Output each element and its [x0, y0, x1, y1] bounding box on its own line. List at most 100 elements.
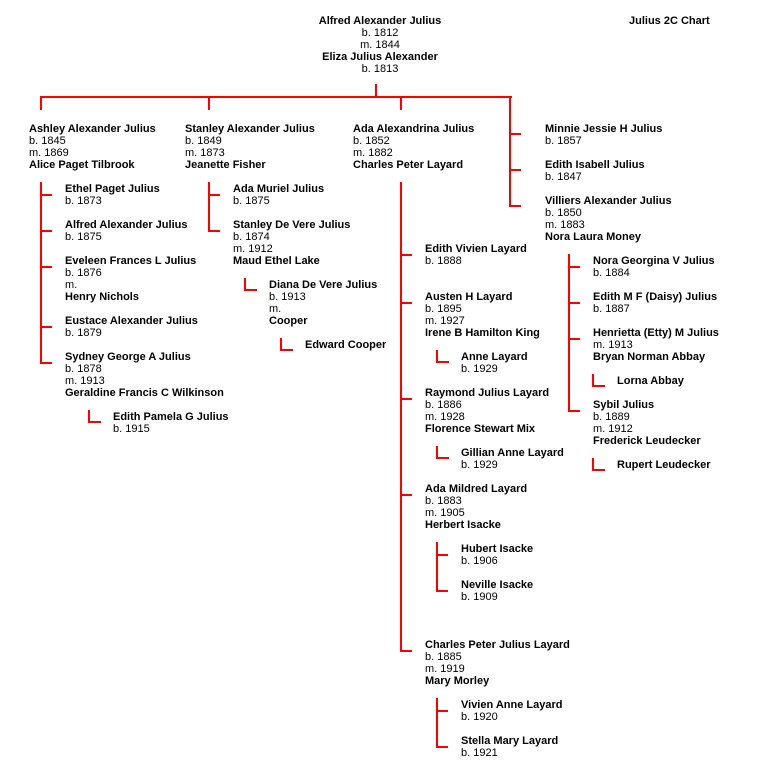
connector-line: [436, 542, 438, 592]
connector-line: [592, 374, 594, 387]
spouse-name: Eliza Julius Alexander: [322, 51, 438, 63]
connector-line: [244, 278, 246, 291]
person-name: Edith M F (Daisy) Julius: [593, 291, 718, 303]
connector-line: [208, 230, 220, 232]
connector-line: [509, 205, 521, 207]
marriage-year: m. 1912: [593, 423, 633, 435]
connector-line: [436, 746, 448, 748]
person-name: Eustace Alexander Julius: [65, 315, 198, 327]
connector-line: [208, 182, 210, 232]
connector-line: [40, 194, 52, 196]
connector-line: [400, 494, 412, 496]
birth-year: b. 1812: [361, 27, 399, 39]
connector-line: [40, 266, 52, 268]
connector-line: [400, 182, 402, 652]
marriage-year: m. 1882: [353, 147, 393, 159]
birth-year: b. 1921: [461, 747, 498, 759]
person-name: Ada Alexandrina Julius: [353, 123, 475, 135]
person-name: Stanley Alexander Julius: [185, 123, 315, 135]
marriage-year: m.: [269, 303, 282, 315]
person-name: Sybil Julius: [593, 399, 655, 411]
spouse-name: Mary Morley: [425, 675, 490, 687]
birth-year: b. 1876: [65, 267, 102, 279]
person-name: Henrietta (Etty) M Julius: [593, 327, 719, 339]
connector-line: [40, 230, 52, 232]
spouse-name: Bryan Norman Abbay: [593, 351, 706, 363]
connector-line: [40, 182, 42, 364]
person-lorna: Lorna Abbay: [617, 375, 684, 387]
person-name: Ethel Paget Julius: [65, 183, 160, 195]
birth-year: b. 1906: [461, 555, 498, 567]
person-edward: Edward Cooper: [305, 339, 386, 351]
connector-line: [592, 458, 594, 471]
marriage-year: m. 1919: [425, 663, 465, 675]
person-name: Edith Vivien Layard: [425, 243, 527, 255]
person-name: Edward Cooper: [305, 339, 387, 351]
connector-line: [592, 469, 605, 471]
person-rupert: Rupert Leudecker: [617, 459, 711, 471]
person-name: Neville Isacke: [461, 579, 534, 591]
marriage-year: m.: [65, 279, 78, 291]
connector-line: [244, 289, 257, 291]
birth-year: b. 1845: [29, 135, 66, 147]
connector-line: [436, 710, 448, 712]
person-name: Ada Mildred Layard: [425, 483, 528, 495]
spouse-name: Cooper: [269, 315, 308, 327]
spouse-name: Irene B Hamilton King: [425, 327, 540, 339]
person-name: Stella Mary Layard: [461, 735, 559, 747]
person-name: Charles Peter Julius Layard: [425, 639, 570, 651]
marriage-year: m. 1905: [425, 507, 465, 519]
marriage-year: m. 1913: [65, 375, 105, 387]
person-name: Edith Pamela G Julius: [113, 411, 229, 423]
connector-line: [436, 361, 449, 363]
person-name: Minnie Jessie H Julius: [545, 123, 663, 135]
marriage-year: m. 1927: [425, 315, 465, 327]
birth-year: b. 1849: [185, 135, 222, 147]
connector-line: [436, 698, 438, 748]
birth-year: b. 1884: [593, 267, 630, 279]
person-name: Alfred Alexander Julius: [65, 219, 188, 231]
birth-year: b. 1879: [65, 327, 102, 339]
connector-line: [280, 349, 293, 351]
connector-line: [40, 96, 512, 98]
connector-line: [208, 194, 220, 196]
birth-year: b. 1909: [461, 591, 498, 603]
connector-line: [436, 350, 438, 363]
birth-year: b. 1883: [425, 495, 462, 507]
connector-line: [568, 410, 580, 412]
spouse-name: Maud Ethel Lake: [233, 255, 320, 267]
spouse-name: Henry Nichols: [65, 291, 139, 303]
connector-line: [509, 133, 521, 135]
person-name: Gillian Anne Layard: [461, 447, 564, 459]
birth-year: b. 1873: [65, 195, 102, 207]
birth-year: b. 1875: [65, 231, 102, 243]
person-name: Ashley Alexander Julius: [29, 123, 156, 135]
birth-year: b. 1888: [425, 255, 462, 267]
connector-line: [436, 590, 448, 592]
connector-line: [436, 457, 449, 459]
birth-year: b. 1929: [461, 459, 498, 471]
birth-year: b. 1885: [425, 651, 462, 663]
spouse-name: Florence Stewart Mix: [425, 423, 536, 435]
person-name: Vivien Anne Layard: [461, 699, 563, 711]
person-name: Lorna Abbay: [617, 375, 684, 387]
connector-line: [400, 96, 402, 110]
